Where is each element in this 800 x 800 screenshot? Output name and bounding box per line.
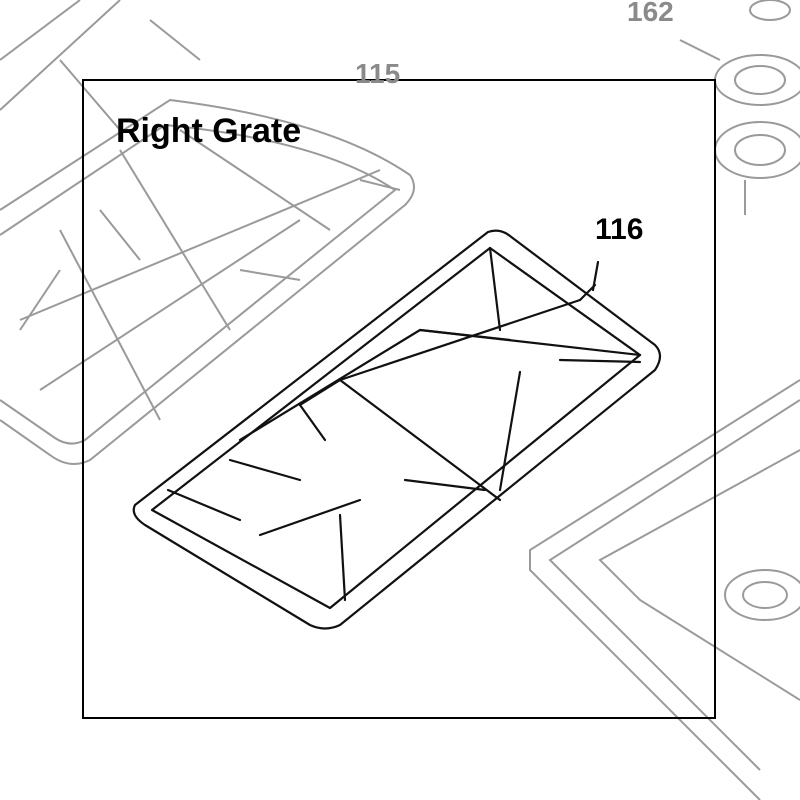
left-grate-115 [0,0,415,465]
callout-frame [82,79,716,719]
callout-115: 115 [355,58,401,89]
callout-116: 116 [595,213,644,246]
cooktop-surface [529,379,800,800]
callout-162: 162 [627,0,674,27]
diagram-title: Right Grate [116,112,302,150]
right-grate-116 [132,229,662,630]
